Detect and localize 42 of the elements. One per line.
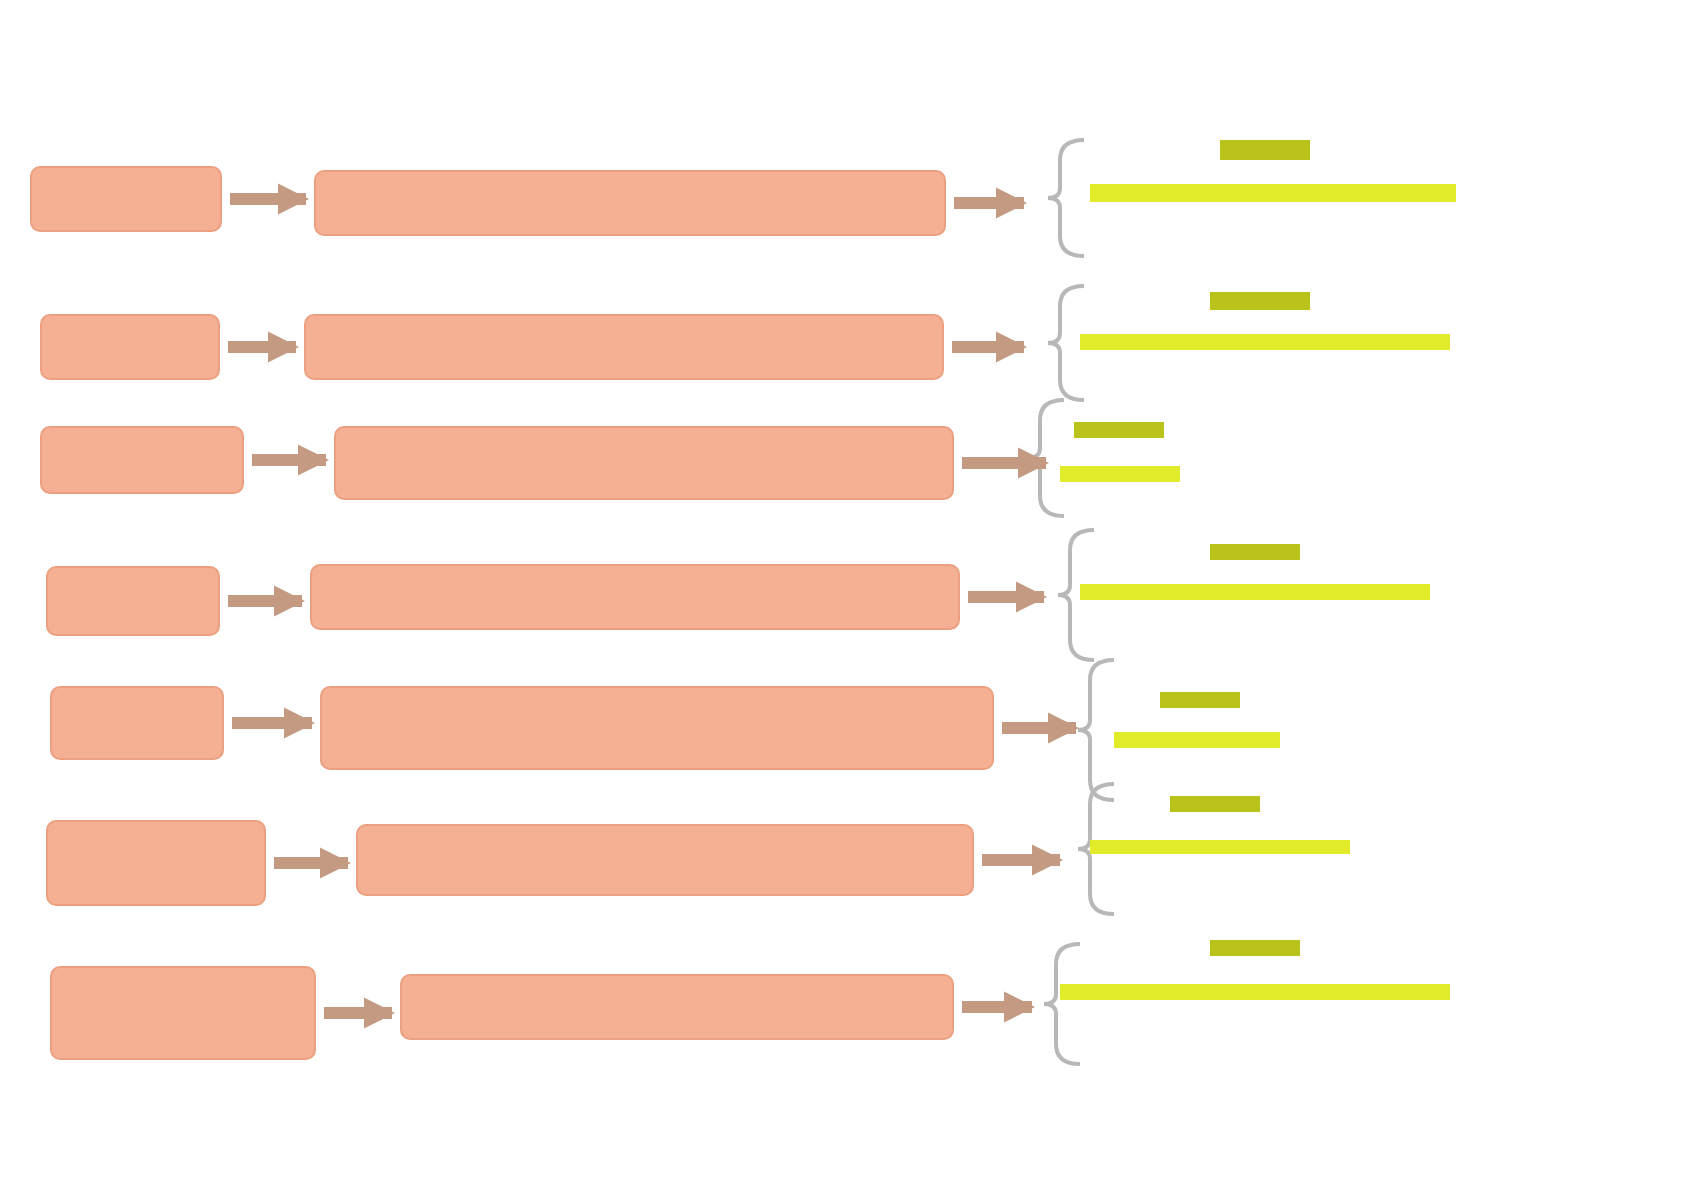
highlight-bar: [1210, 544, 1300, 560]
process-box: [50, 686, 224, 760]
arrow: [954, 187, 1028, 219]
highlight-bar: [1060, 984, 1450, 1000]
highlight-bar: [1114, 732, 1280, 748]
arrow: [232, 707, 316, 739]
arrow: [274, 847, 352, 879]
arrow: [952, 331, 1028, 363]
process-box: [46, 820, 266, 906]
arrow: [962, 447, 1050, 479]
process-box: [40, 426, 244, 494]
highlight-bar: [1060, 466, 1180, 482]
arrow: [230, 183, 310, 215]
arrow: [982, 844, 1064, 876]
highlight-bar: [1090, 184, 1456, 202]
highlight-bar: [1160, 692, 1240, 708]
highlight-bar: [1210, 292, 1310, 310]
process-box: [400, 974, 954, 1040]
process-box: [310, 564, 960, 630]
process-box: [46, 566, 220, 636]
process-box: [314, 170, 946, 236]
process-box: [356, 824, 974, 896]
highlight-bar: [1080, 584, 1430, 600]
arrow: [228, 585, 306, 617]
arrow: [1002, 712, 1080, 744]
process-box: [320, 686, 994, 770]
highlight-bar: [1210, 940, 1300, 956]
process-box: [50, 966, 316, 1060]
highlight-bar: [1080, 334, 1450, 350]
highlight-bar: [1170, 796, 1260, 812]
process-box: [30, 166, 222, 232]
process-box: [304, 314, 944, 380]
arrow: [962, 991, 1036, 1023]
arrow: [968, 581, 1048, 613]
arrow: [252, 444, 330, 476]
process-box: [40, 314, 220, 380]
highlight-bar: [1090, 840, 1350, 854]
arrow: [228, 331, 300, 363]
process-box: [334, 426, 954, 500]
highlight-bar: [1074, 422, 1164, 438]
arrow: [324, 997, 396, 1029]
highlight-bar: [1220, 140, 1310, 160]
